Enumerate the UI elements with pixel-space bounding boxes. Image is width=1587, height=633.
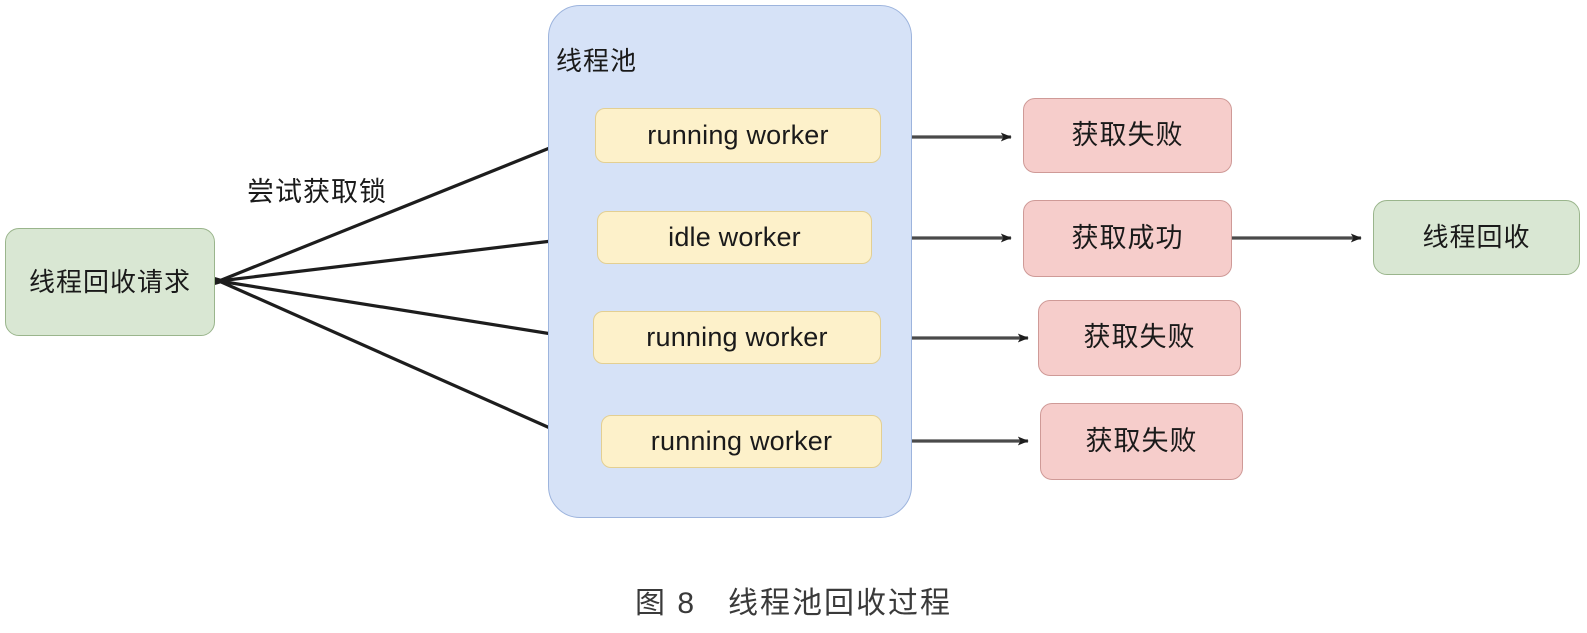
worker-box-2-label: idle worker [668, 221, 801, 252]
thread-pool-label: 线程池 [556, 41, 637, 78]
worker-box-4-label: running worker [650, 425, 833, 456]
result-box-3-label: 获取失败 [1083, 322, 1196, 353]
node-thread-recycle-request[interactable]: 线程回收请求 [5, 228, 215, 336]
node-thread-recycled-label: 线程回收 [1422, 222, 1531, 253]
worker-box-3[interactable]: running worker [593, 311, 881, 364]
worker-box-3-label: running worker [646, 321, 828, 352]
edge-label-try-acquire-lock: 尝试获取锁 [247, 170, 387, 209]
worker-box-1[interactable]: running worker [595, 108, 881, 163]
figure-caption-text: 图 8 线程池回收过程 [634, 587, 953, 620]
thread-pool-label-text: 线程池 [556, 46, 638, 76]
edge-request-to-worker-1 [218, 135, 578, 283]
worker-box-4[interactable]: running worker [601, 415, 882, 468]
edge-request-to-worker-3 [218, 279, 578, 342]
result-box-4-label: 获取失败 [1085, 425, 1198, 456]
worker-box-2[interactable]: idle worker [597, 211, 872, 264]
edge-label-text: 尝试获取锁 [247, 177, 387, 207]
result-box-1-label: 获取失败 [1071, 119, 1184, 150]
figure-caption: 图 8 线程池回收过程 [0, 578, 1587, 622]
result-box-3[interactable]: 获取失败 [1038, 300, 1241, 376]
edge-request-to-worker-2 [218, 234, 578, 283]
result-box-2[interactable]: 获取成功 [1023, 200, 1232, 277]
node-thread-recycle-request-label: 线程回收请求 [28, 266, 191, 297]
result-box-4[interactable]: 获取失败 [1040, 403, 1243, 480]
node-thread-recycled[interactable]: 线程回收 [1373, 200, 1580, 275]
worker-box-1-label: running worker [647, 119, 829, 150]
edge-request-to-worker-4 [218, 279, 578, 442]
result-box-2-label: 获取成功 [1071, 222, 1184, 253]
result-box-1[interactable]: 获取失败 [1023, 98, 1232, 173]
